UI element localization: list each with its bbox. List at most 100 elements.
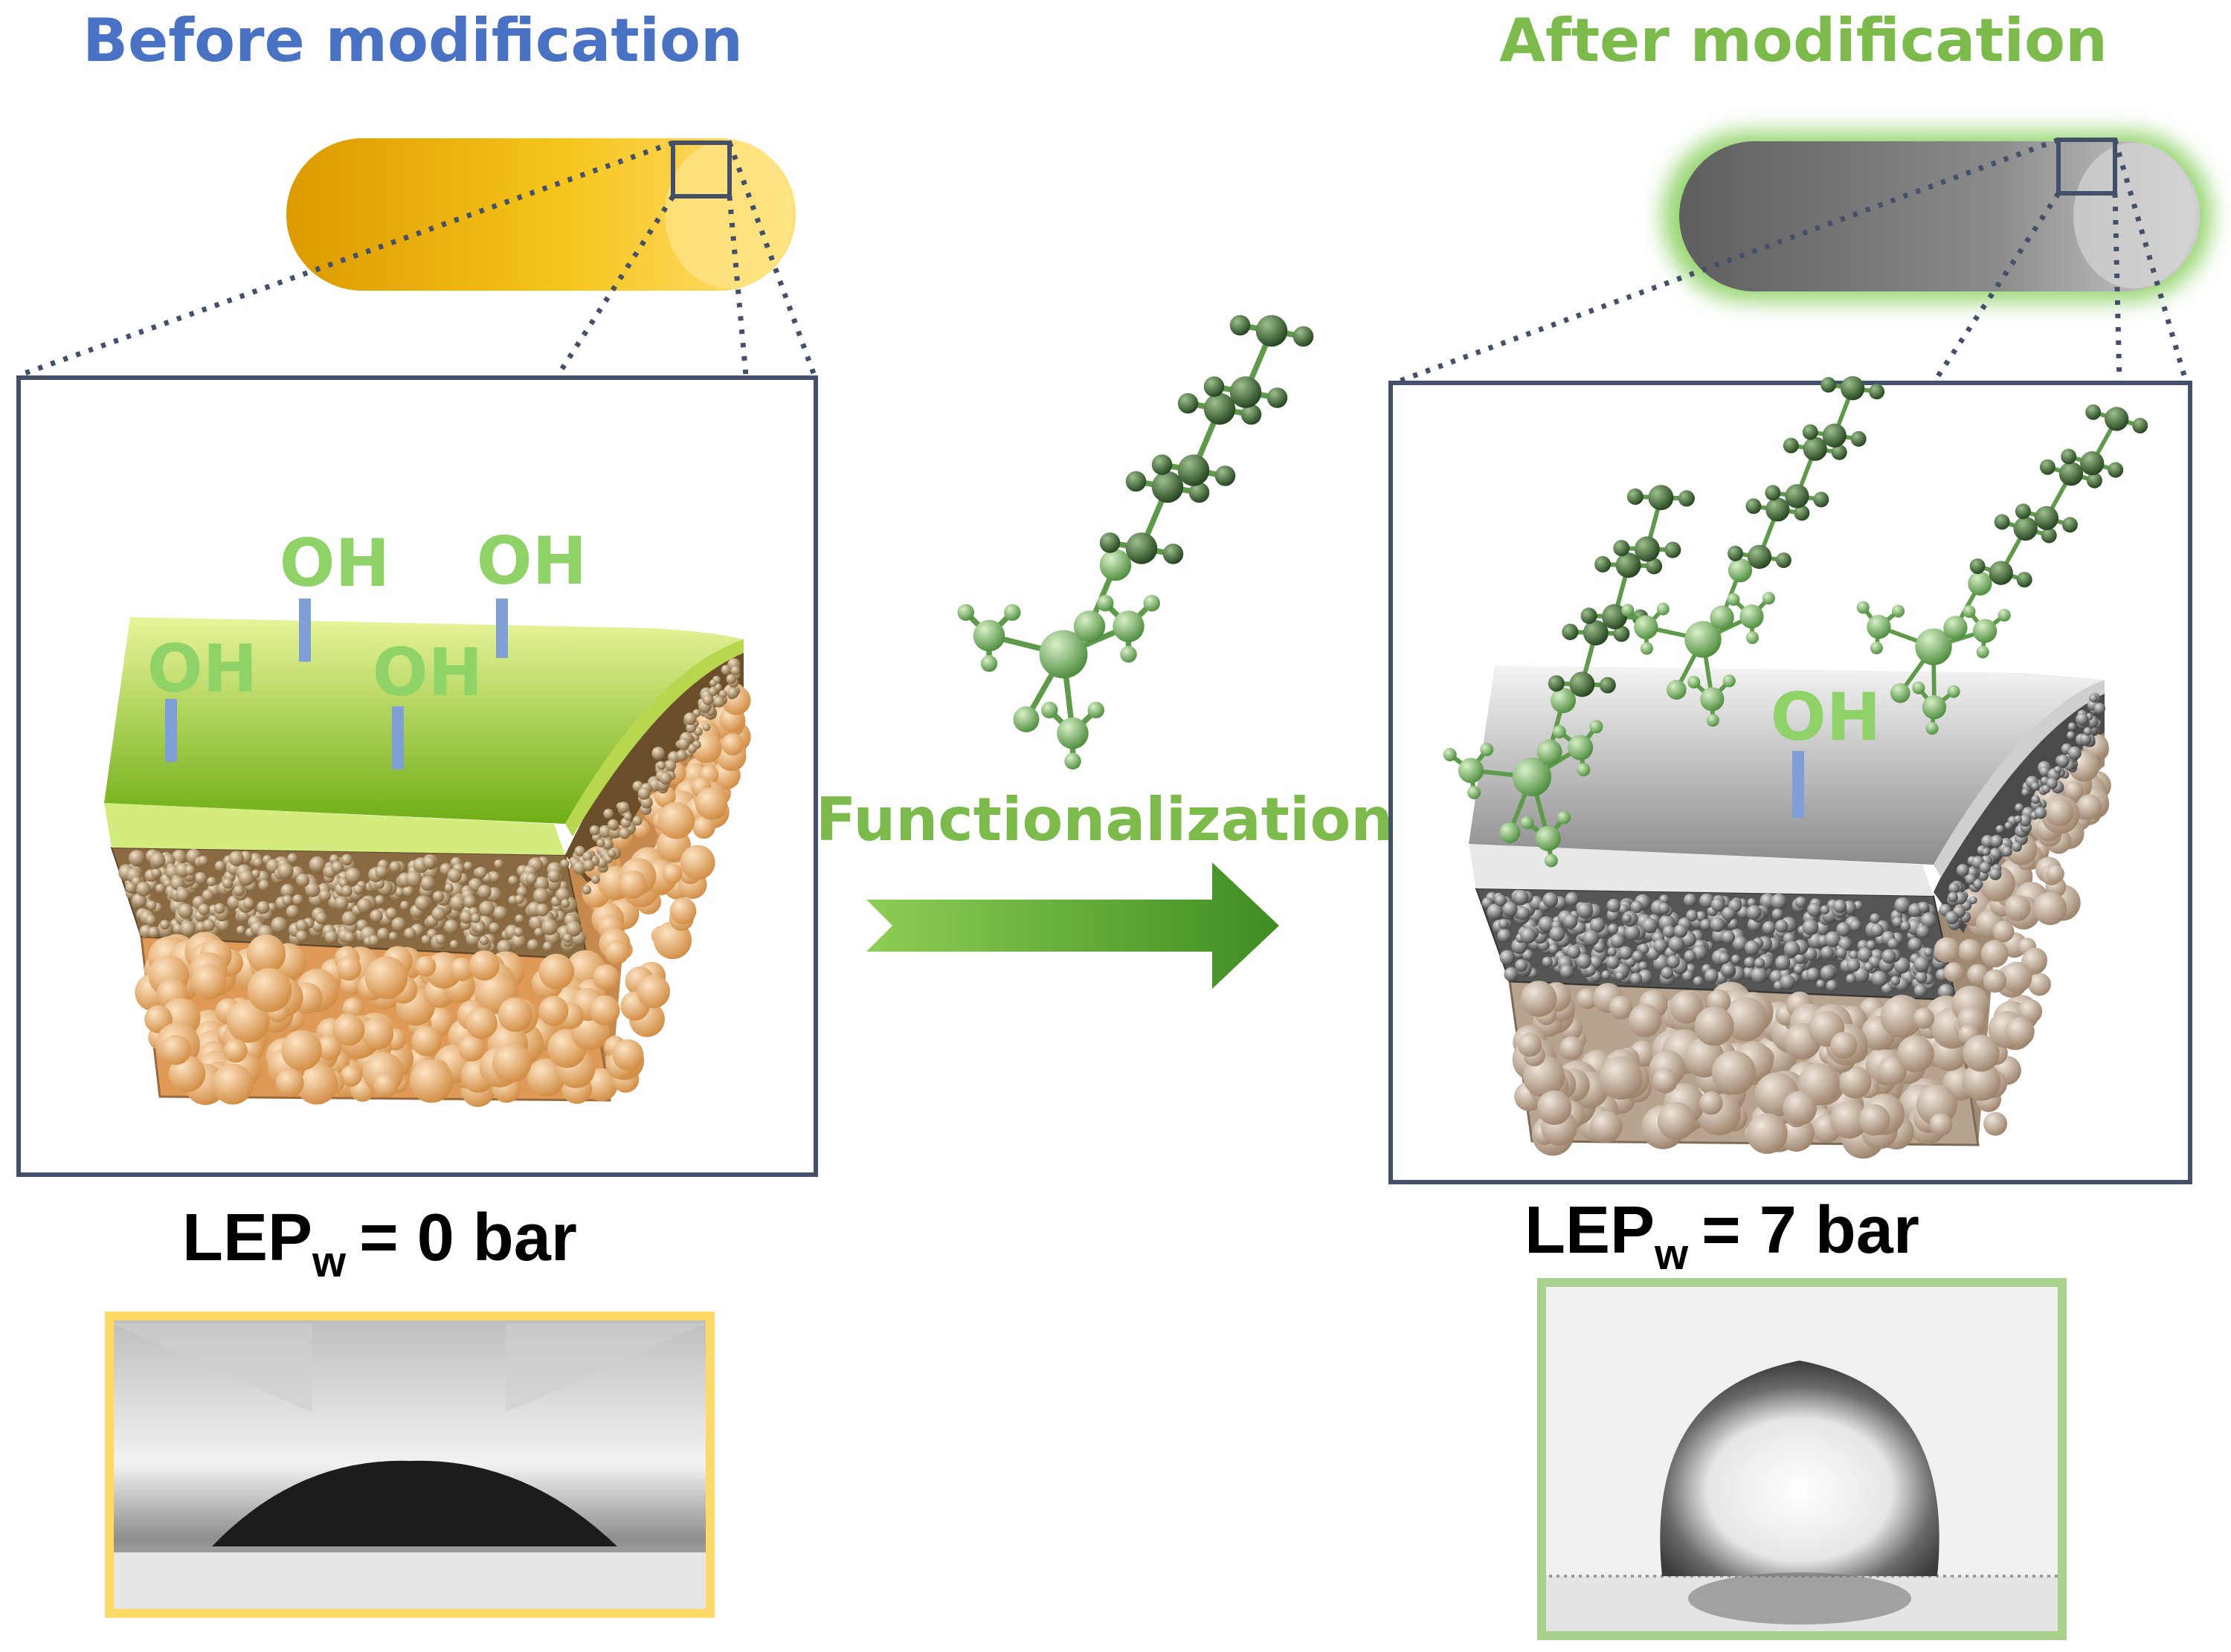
bead — [431, 906, 446, 921]
bead — [669, 897, 697, 925]
lep-after-label: LEPw= 7 bar — [1525, 1193, 1919, 1279]
bead — [1983, 1111, 2008, 1136]
bead — [281, 1030, 322, 1071]
bead — [331, 861, 344, 874]
bead — [497, 940, 512, 955]
bead — [202, 919, 216, 932]
bead — [1668, 936, 1685, 952]
bead — [479, 900, 495, 917]
bead — [1995, 825, 2004, 833]
bead — [1847, 958, 1861, 972]
bead — [1849, 950, 1858, 960]
bead — [1494, 894, 1507, 906]
bead — [1536, 1090, 1572, 1126]
bead — [228, 851, 244, 866]
bead — [212, 1063, 254, 1105]
bead — [489, 922, 500, 934]
bead — [1849, 920, 1861, 932]
bead — [458, 1035, 486, 1062]
bead — [692, 816, 715, 839]
bead — [582, 851, 593, 862]
bead — [340, 1065, 362, 1087]
bead — [1762, 920, 1776, 935]
bead — [602, 839, 614, 850]
bead — [1693, 976, 1704, 987]
bead — [405, 871, 422, 887]
bead — [1887, 938, 1899, 949]
bead — [1830, 1031, 1858, 1059]
bead — [1775, 955, 1791, 971]
bead — [336, 955, 361, 981]
bead — [583, 859, 595, 871]
bead — [1973, 879, 1983, 889]
bead — [676, 749, 688, 761]
bead — [1783, 940, 1800, 958]
bead — [1696, 911, 1706, 922]
bead — [589, 995, 620, 1026]
bead — [1710, 897, 1725, 912]
bead — [385, 907, 398, 920]
bead — [1673, 924, 1688, 938]
bead — [1920, 912, 1937, 929]
bead — [1538, 916, 1555, 932]
bead — [450, 958, 474, 981]
bead — [1721, 930, 1735, 944]
bead — [1628, 1004, 1661, 1037]
bead — [1794, 896, 1807, 909]
bead — [444, 919, 459, 935]
before-title: Before modification — [83, 6, 743, 75]
bead — [132, 893, 147, 909]
bead — [373, 1073, 399, 1098]
bead — [1498, 918, 1509, 929]
bead — [222, 878, 233, 889]
bead — [1670, 990, 1703, 1024]
bead — [1816, 979, 1826, 989]
bead — [1830, 1101, 1868, 1139]
bead — [605, 940, 629, 965]
oh-label: OH — [147, 630, 257, 707]
bead — [1658, 903, 1670, 914]
bead — [421, 935, 431, 945]
bead — [713, 696, 725, 708]
bead — [515, 894, 524, 904]
bead — [295, 930, 308, 943]
bead — [1908, 938, 1922, 952]
bead — [515, 914, 524, 923]
bead — [516, 886, 528, 897]
bead — [1980, 940, 2009, 968]
grafted-molecules — [1443, 376, 2148, 868]
beads-after — [1481, 692, 2111, 1159]
bead — [1871, 970, 1888, 987]
bead — [296, 874, 310, 887]
bead — [1893, 957, 1910, 974]
bead — [1846, 973, 1857, 984]
bead — [494, 859, 503, 869]
bead — [1589, 917, 1606, 933]
silane-molecule — [957, 314, 1314, 769]
bead — [1820, 905, 1830, 915]
bead — [1487, 903, 1504, 920]
bead — [1913, 1007, 1935, 1029]
bead — [352, 884, 364, 895]
bead — [198, 903, 210, 916]
bead — [1583, 929, 1600, 946]
bead — [432, 891, 445, 903]
bead — [526, 873, 537, 885]
bead — [659, 772, 672, 785]
bead — [2041, 784, 2051, 794]
bead — [2004, 894, 2031, 921]
bead — [624, 813, 632, 821]
bead — [2046, 865, 2064, 883]
bead — [1622, 914, 1632, 923]
zoom-lines-after — [1393, 137, 2189, 386]
bead — [1618, 946, 1633, 960]
bead — [617, 801, 630, 813]
bead — [563, 933, 573, 943]
bead — [1653, 939, 1667, 953]
bead — [391, 917, 406, 932]
bead — [388, 932, 398, 941]
bead — [492, 1043, 532, 1082]
zoom-square-before — [671, 141, 732, 199]
bead — [2028, 972, 2051, 996]
bead — [1567, 945, 1581, 959]
